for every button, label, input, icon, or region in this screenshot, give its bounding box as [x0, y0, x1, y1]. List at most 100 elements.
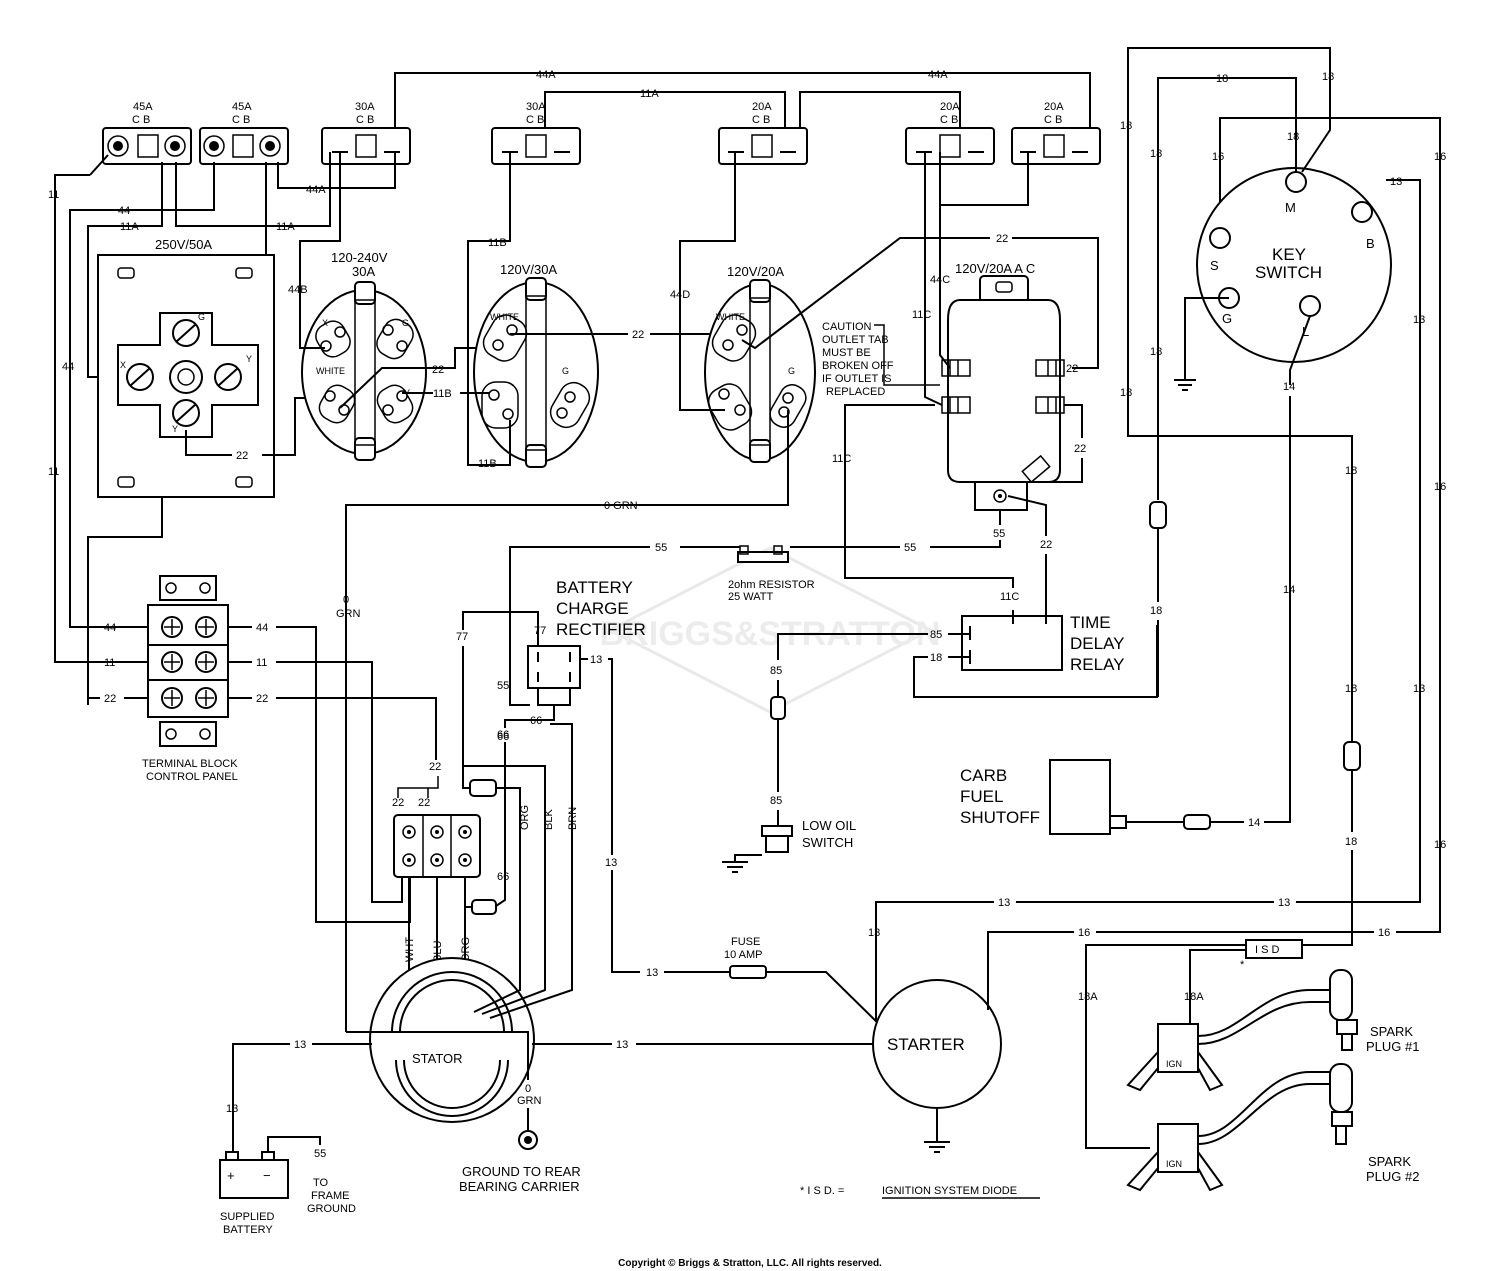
svg-text:22: 22 — [392, 797, 404, 809]
svg-text:WHITE: WHITE — [716, 312, 745, 322]
svg-text:X: X — [322, 318, 328, 328]
svg-text:16: 16 — [1434, 839, 1446, 851]
svg-text:13: 13 — [616, 1039, 628, 1051]
svg-text:44D: 44D — [670, 289, 690, 301]
svg-text:13: 13 — [1413, 314, 1425, 326]
copyright: Copyright © Briggs & Stratton, LLC. All … — [618, 1258, 882, 1269]
fuse: 13 13 FUSE 10 AMP — [605, 857, 886, 1031]
svg-text:13: 13 — [1278, 897, 1290, 909]
svg-text:C B: C B — [232, 114, 250, 126]
svg-text:G: G — [788, 366, 795, 376]
svg-text:45A: 45A — [133, 101, 153, 113]
svg-text:Y: Y — [246, 354, 252, 364]
battery-charge-rectifier: BATTERY CHARGE RECTIFIER 77 77 13 55 66 … — [456, 578, 646, 940]
svg-text:C B: C B — [1044, 114, 1062, 126]
svg-text:55: 55 — [904, 542, 916, 554]
svg-text:B: B — [1366, 236, 1375, 251]
svg-text:WHITE: WHITE — [490, 312, 519, 322]
svg-text:C B: C B — [526, 114, 544, 126]
svg-text:CHARGE: CHARGE — [556, 599, 629, 618]
left-wires: 11 11 44 44 11A 11A 44A 44A 22 — [48, 152, 396, 705]
svg-text:11A: 11A — [120, 221, 139, 233]
svg-text:18: 18 — [1345, 836, 1357, 848]
svg-text:* I S D. =: * I S D. = — [800, 1185, 844, 1197]
svg-text:30A: 30A — [526, 101, 546, 113]
svg-text:GROUND: GROUND — [307, 1203, 356, 1215]
svg-text:GRN: GRN — [517, 1095, 542, 1107]
svg-text:18: 18 — [1322, 71, 1334, 83]
svg-text:SUPPLIED: SUPPLIED — [220, 1211, 274, 1223]
svg-text:11: 11 — [48, 466, 59, 478]
svg-text:G: G — [562, 366, 569, 376]
svg-text:85: 85 — [770, 665, 782, 677]
svg-text:11C: 11C — [832, 453, 851, 465]
svg-text:ORG: ORG — [519, 805, 531, 830]
svg-text:I S D: I S D — [1255, 944, 1280, 956]
svg-text:22: 22 — [236, 450, 248, 462]
svg-text:13: 13 — [605, 857, 617, 869]
svg-text:BLU: BLU — [432, 941, 444, 962]
outlet-250v-50a: 250V/50A X Y G Y 22 — [97, 237, 340, 498]
svg-text:+: + — [227, 1168, 235, 1183]
svg-text:18: 18 — [1287, 131, 1299, 143]
svg-text:PLUG #1: PLUG #1 — [1366, 1039, 1419, 1054]
svg-text:77: 77 — [456, 631, 468, 643]
svg-text:18: 18 — [1150, 346, 1162, 358]
svg-text:44A: 44A — [536, 69, 556, 81]
svg-text:PLUG #2: PLUG #2 — [1366, 1169, 1419, 1184]
svg-text:120-240V: 120-240V — [331, 250, 388, 265]
svg-text:SWITCH: SWITCH — [1255, 263, 1322, 282]
svg-text:13: 13 — [1413, 683, 1425, 695]
svg-text:16: 16 — [1212, 151, 1224, 163]
svg-text:CONTROL PANEL: CONTROL PANEL — [146, 771, 238, 783]
svg-text:30A: 30A — [355, 101, 375, 113]
svg-text:GRN: GRN — [336, 608, 361, 620]
svg-text:G: G — [1222, 311, 1232, 326]
caution-note: CAUTION OUTLET TAB MUST BE BROKEN OFF IF… — [822, 321, 940, 398]
svg-text:11B: 11B — [433, 388, 452, 400]
svg-text:WHT: WHT — [404, 937, 416, 962]
svg-text:REPLACED: REPLACED — [826, 386, 885, 398]
svg-text:BROKEN OFF: BROKEN OFF — [822, 360, 894, 372]
svg-text:C B: C B — [356, 114, 374, 126]
svg-text:66: 66 — [497, 729, 509, 741]
terminal-block: 44 11 22 44 11 22 TERMINAL BLOCK CONTROL… — [88, 575, 437, 923]
svg-text:66: 66 — [497, 871, 509, 883]
svg-text:66: 66 — [497, 731, 509, 743]
carb-fuel-shutoff: CARB FUEL SHUTOFF 14 14 14 — [960, 381, 1295, 835]
stator-connector: 22 22 22 66 66 ORG BLK BRN WHT BLU ORG — [392, 731, 579, 975]
svg-text:C B: C B — [132, 114, 150, 126]
svg-text:IGN: IGN — [1166, 1159, 1182, 1169]
svg-text:16: 16 — [1434, 481, 1446, 493]
svg-text:22: 22 — [104, 693, 116, 705]
svg-text:22: 22 — [1040, 539, 1052, 551]
svg-text:11: 11 — [48, 189, 59, 201]
svg-text:22: 22 — [432, 364, 444, 376]
svg-text:13: 13 — [590, 654, 602, 666]
breaker-30a-2: 30A C B — [491, 101, 581, 165]
svg-text:2ohm RESISTOR: 2ohm RESISTOR — [728, 579, 815, 591]
svg-text:11C: 11C — [912, 309, 931, 321]
svg-text:20A: 20A — [1044, 101, 1064, 113]
svg-text:TO: TO — [313, 1177, 329, 1189]
svg-text:STARTER: STARTER — [887, 1035, 965, 1054]
svg-text:IF OUTLET IS: IF OUTLET IS — [822, 373, 891, 385]
svg-text:SPARK: SPARK — [1370, 1024, 1413, 1039]
top-bus-wires: 44A 44A 11A — [394, 69, 1091, 155]
svg-text:*: * — [1240, 959, 1245, 971]
svg-text:22: 22 — [1074, 443, 1086, 455]
svg-text:44: 44 — [256, 622, 268, 634]
svg-text:18: 18 — [1120, 387, 1132, 399]
svg-text:18: 18 — [1150, 605, 1162, 617]
svg-text:13: 13 — [868, 927, 880, 939]
svg-text:TIME: TIME — [1070, 613, 1111, 632]
svg-text:11C: 11C — [1000, 591, 1019, 603]
svg-text:22: 22 — [256, 693, 268, 705]
svg-text:77: 77 — [534, 625, 546, 637]
svg-text:ORG: ORG — [460, 937, 472, 962]
svg-text:STATOR: STATOR — [412, 1051, 463, 1066]
svg-text:X: X — [120, 360, 126, 370]
svg-text:11B: 11B — [478, 458, 497, 470]
svg-text:18: 18 — [1345, 465, 1357, 477]
